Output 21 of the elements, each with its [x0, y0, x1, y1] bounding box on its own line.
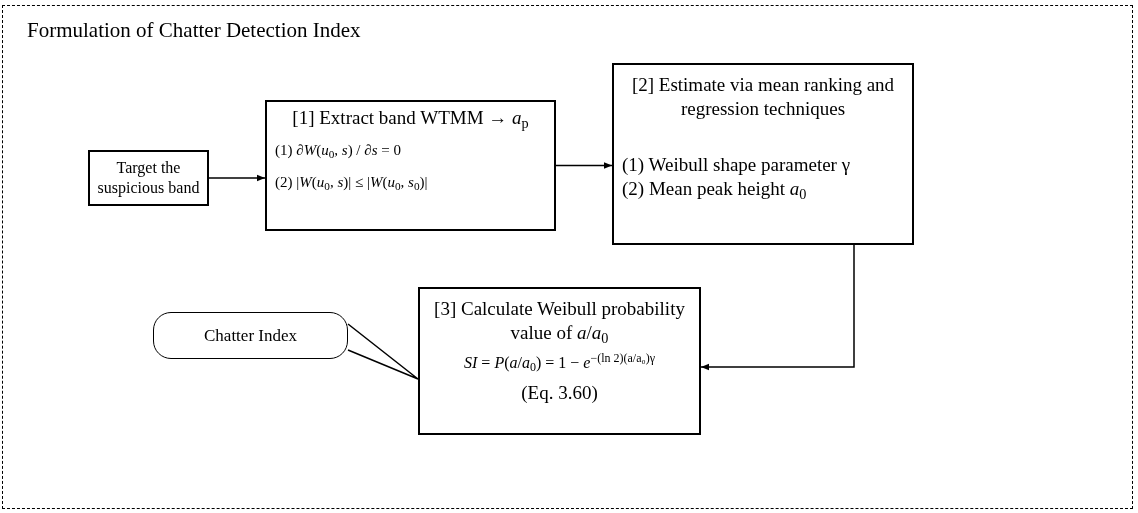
callout-bubble	[153, 312, 348, 359]
step-heading: [1] Extract band WTMM → a$_{p}$	[292, 106, 529, 130]
equation: SI = P(a/a$_{0}$) = 1 − e$^{−(ln 2)(a/a₀)γ}$	[464, 350, 655, 376]
node-label: Target the suspicious band	[96, 158, 201, 198]
list-item: (1) Weibull shape parameter γ	[622, 153, 851, 177]
arrow	[700, 244, 855, 371]
arrow	[555, 162, 613, 169]
step-heading: [2] Estimate via mean ranking and regression techniques	[630, 73, 896, 121]
list-item: (2) Mean peak height a$_{0}$	[622, 177, 807, 201]
equation: (1) ∂W(u$_{0}$, s) / ∂s = 0	[275, 141, 401, 162]
frame-title: Formulation of Chatter Detection Index	[27, 17, 361, 44]
process-box	[418, 287, 701, 435]
arrow	[208, 174, 266, 182]
equation: (2) |W(u$_{0}$, s)| ≤ |W(u$_{0}$, s$_{0}$)|	[275, 173, 428, 194]
equation-number: (Eq. 3.60)	[521, 381, 598, 405]
process-box	[265, 100, 556, 231]
dashed-frame	[2, 5, 1133, 509]
process-box	[88, 150, 209, 206]
callout-text: Chatter Index	[204, 324, 297, 347]
process-box	[612, 63, 914, 245]
step-heading: [3] Calculate Weibull probability value of a/a$_{0}$	[433, 297, 686, 345]
